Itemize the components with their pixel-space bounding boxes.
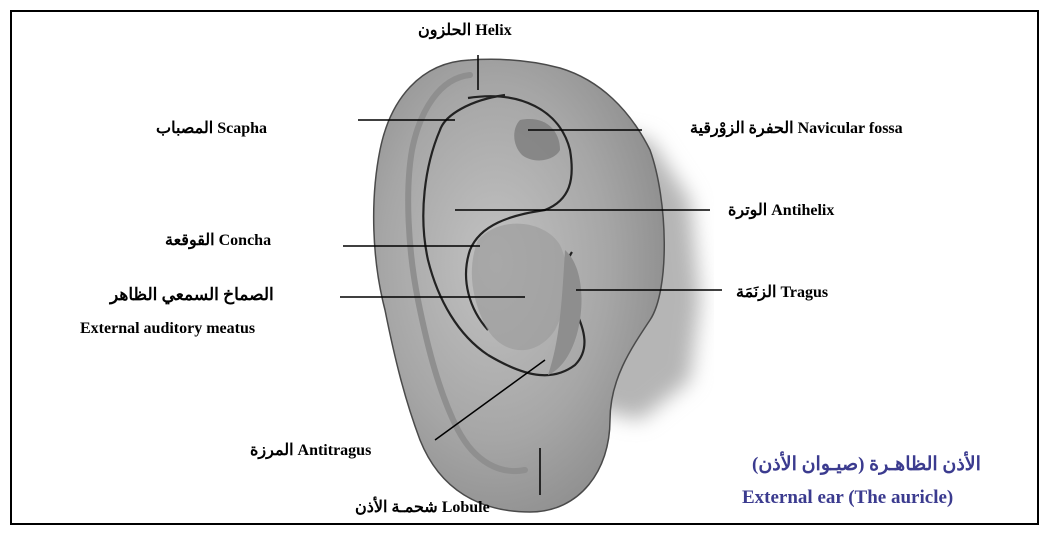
label-antitragus: المرزة Antitragus [250, 440, 371, 460]
label-helix: الحلزون Helix [418, 20, 512, 40]
caption-arabic: الأذن الظاهـرة (صيـوان الأذن) [752, 453, 981, 476]
label-meatus-english: External auditory meatus [80, 320, 255, 338]
label-navicular-fossa: الحفرة الزوْرقية Navicular fossa [690, 118, 903, 138]
caption-english: External ear (The auricle) [742, 487, 953, 509]
label-concha: القوقعة Concha [165, 230, 271, 250]
label-tragus: الزنَمَة Tragus [736, 282, 828, 302]
label-lobule: شحمـة الأذن Lobule [355, 497, 490, 517]
label-antihelix: الوترة Antihelix [728, 200, 834, 220]
label-scapha: المصباب Scapha [156, 118, 267, 138]
label-meatus-arabic: الصماخ السمعي الظاهر [110, 285, 274, 305]
